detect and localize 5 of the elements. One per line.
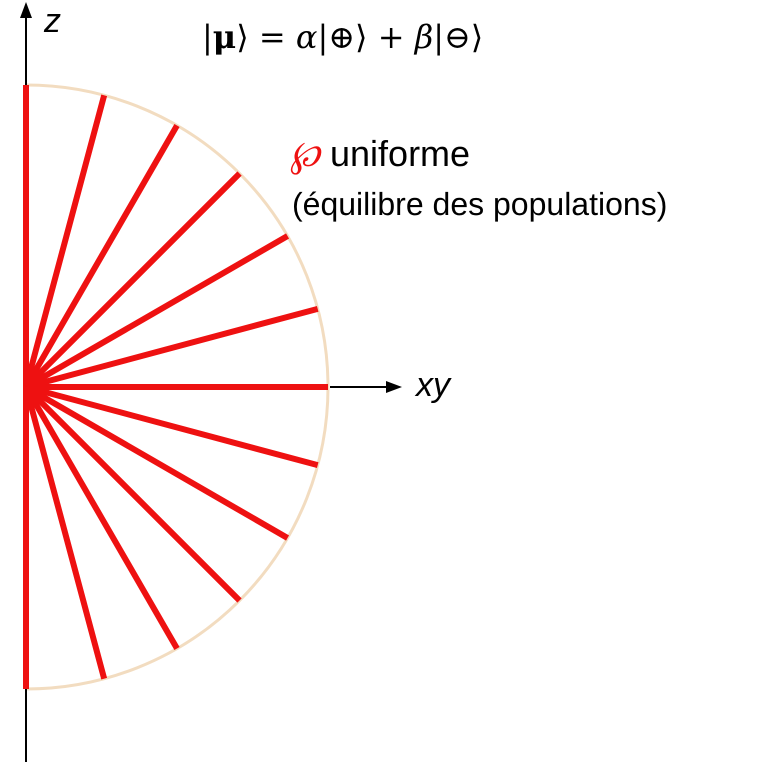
note-text: (équilibre des populations) [292, 186, 668, 223]
formula-title: |μ⟩ = α|⊕⟩ + β|⊖⟩ [202, 18, 484, 56]
axis-label: z [44, 2, 61, 41]
distribution-label: ℘ uniforme [290, 132, 470, 177]
axis-label: xy [416, 366, 450, 405]
